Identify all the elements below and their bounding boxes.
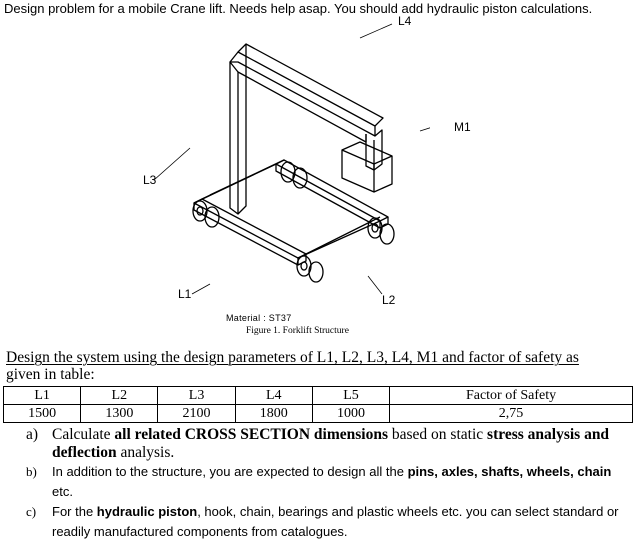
label-l4: L4 bbox=[398, 14, 412, 28]
value-l2: 1300 bbox=[80, 404, 159, 423]
list-item-a: a) Calculate all related CROSS SECTION d… bbox=[26, 426, 626, 462]
crane-figure bbox=[153, 23, 430, 295]
value-l5: 1000 bbox=[311, 404, 391, 423]
value-l3: 2100 bbox=[157, 404, 236, 423]
item-c-text-end: , hook, chain, bearings and plastic whee… bbox=[52, 504, 619, 539]
header-l5: L5 bbox=[311, 386, 391, 405]
item-c-text: For the bbox=[52, 504, 97, 519]
list-marker-a: a) bbox=[26, 426, 39, 443]
list-marker-c: c) bbox=[26, 504, 37, 519]
item-c-bold-hydraulic-piston: hydraulic piston bbox=[96, 504, 198, 519]
label-l2: L2 bbox=[382, 293, 396, 307]
item-a-text-mid: based on static bbox=[388, 426, 488, 443]
label-l3: L3 bbox=[143, 173, 157, 187]
problem-intro: Design problem for a mobile Crane lift. … bbox=[4, 1, 593, 16]
figure-caption: Figure 1. Forklift Structure bbox=[246, 326, 349, 336]
list-marker-b: b) bbox=[26, 464, 37, 479]
material-note: Material : ST37 bbox=[226, 313, 292, 323]
item-a-text: Calculate bbox=[52, 426, 115, 443]
list-item-c: c) For the hydraulic piston, hook, chain… bbox=[26, 502, 626, 542]
design-instruction-tail: given in table: bbox=[6, 366, 95, 383]
item-b-text-end: etc. bbox=[52, 484, 73, 499]
design-instruction: Design the system using the design param… bbox=[6, 349, 579, 366]
value-l1: 1500 bbox=[2, 404, 82, 423]
label-l1: L1 bbox=[178, 287, 192, 301]
value-l4: 1800 bbox=[234, 404, 313, 423]
item-a-text-end: analysis. bbox=[116, 444, 175, 461]
table-header-row: L1 L2 L3 L4 L5 Factor of Safety bbox=[2, 386, 633, 405]
value-factor-of-safety: 2,75 bbox=[389, 404, 633, 423]
header-l3: L3 bbox=[157, 386, 236, 405]
item-b-bold-components: pins, axles, shafts, wheels, chain bbox=[407, 464, 612, 479]
header-l4: L4 bbox=[234, 386, 313, 405]
header-factor-of-safety: Factor of Safety bbox=[389, 386, 633, 405]
header-l2: L2 bbox=[80, 386, 159, 405]
item-b-text: In addition to the structure, you are ex… bbox=[52, 464, 408, 479]
header-l1: L1 bbox=[2, 386, 82, 405]
parameters-table: L1 L2 L3 L4 L5 Factor of Safety 1500 130… bbox=[2, 386, 633, 423]
label-m1: M1 bbox=[454, 120, 471, 134]
list-item-b: b) In addition to the structure, you are… bbox=[26, 462, 626, 502]
item-a-bold-stress: stress analysis and deflection bbox=[52, 426, 610, 461]
item-a-bold-cross-section: all related CROSS SECTION dimensions bbox=[114, 426, 389, 443]
table-value-row: 1500 1300 2100 1800 1000 2,75 bbox=[2, 404, 633, 423]
